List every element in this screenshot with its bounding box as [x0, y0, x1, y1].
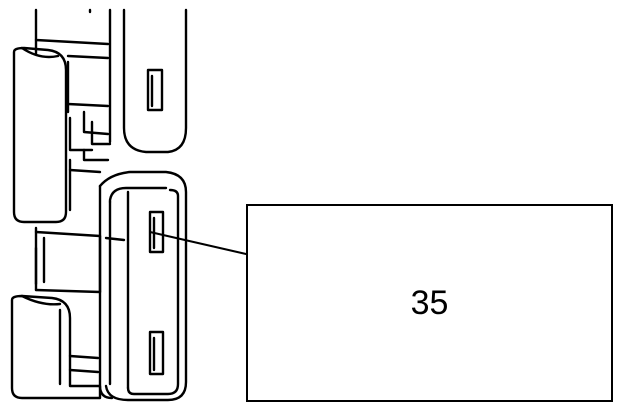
callout-label: 35 [410, 284, 449, 322]
upper-connector-housing [108, 8, 188, 154]
upper-terminal-slot [146, 68, 164, 112]
central-connector-housing [98, 170, 188, 402]
callout-leader-line [149, 231, 247, 255]
upper-latch-tab [12, 46, 68, 224]
lower-latch-tab [10, 294, 102, 400]
callout-box: 35 [246, 204, 613, 402]
central-terminal-slot-bottom [148, 330, 165, 376]
